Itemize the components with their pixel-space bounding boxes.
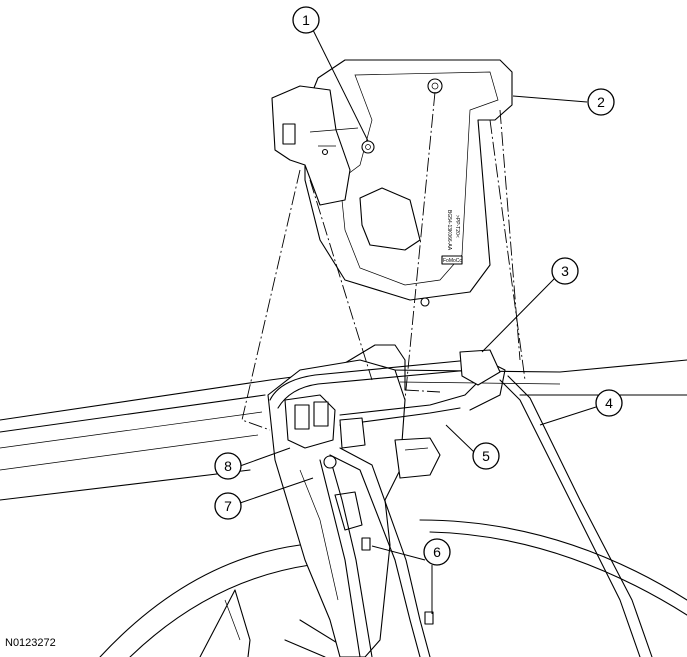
part-spec-label: >PP-T20< [454, 215, 460, 238]
callout-7: 7 [214, 492, 242, 520]
coolant-hoses [269, 349, 653, 657]
hose-clips [361, 537, 434, 625]
callout-1: 1 [292, 6, 320, 34]
svg-text:8: 8 [224, 458, 232, 474]
sensor-connectors [284, 394, 366, 469]
callout-8: 8 [214, 452, 242, 480]
installation-guide-lines [241, 91, 526, 431]
svg-text:4: 4 [605, 395, 613, 411]
callout-5: 5 [472, 442, 500, 470]
svg-text:6: 6 [433, 544, 441, 560]
mounting-bracket [271, 85, 359, 206]
fan-blades [99, 519, 687, 657]
callout-6: 6 [423, 538, 451, 566]
leader-lines [239, 29, 597, 614]
callout-3: 3 [551, 257, 579, 285]
svg-text:5: 5 [482, 448, 490, 464]
svg-text:7: 7 [224, 498, 232, 514]
svg-text:3: 3 [561, 263, 569, 279]
svg-text:1: 1 [302, 12, 310, 28]
reservoir-bottle: BG54-13K066-AA >PP-T20< FoMoCo [304, 59, 513, 307]
fomoco-logo: FoMoCo [443, 258, 462, 264]
callout-4: 4 [595, 389, 623, 417]
part-number-label: BG54-13K066-AA [446, 210, 452, 251]
svg-text:2: 2 [597, 94, 605, 110]
callout-2: 2 [587, 88, 615, 116]
bolt [361, 140, 375, 154]
figure-id-label: N0123272 [5, 637, 56, 649]
